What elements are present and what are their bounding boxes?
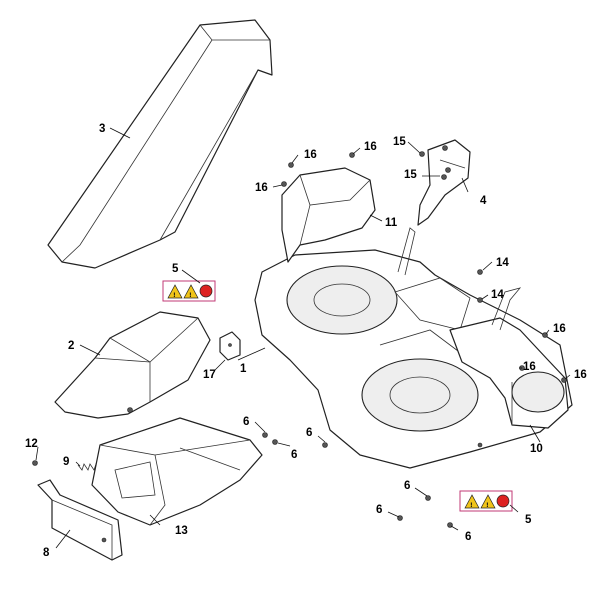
callout-13: 13	[175, 525, 188, 537]
callout-14a: 14	[496, 257, 509, 269]
callout-12: 12	[25, 438, 38, 450]
callout-3: 3	[99, 123, 105, 135]
callout-4: 4	[480, 195, 487, 207]
callout-14b: 14	[491, 289, 504, 301]
part-17-small-bracket	[219, 331, 241, 361]
warning-label-5-right: ! !	[459, 490, 513, 512]
callout-2: 2	[68, 340, 74, 352]
part-11-upper-cover	[281, 167, 376, 263]
part-14-clip	[477, 269, 522, 331]
callout-15a: 15	[393, 136, 406, 148]
part-3-chute	[47, 19, 273, 269]
leader-lines	[35, 127, 571, 549]
svg-text:!: !	[486, 502, 489, 509]
callout-1: 1	[240, 363, 247, 375]
callout-15b: 15	[404, 169, 417, 181]
callout-6f: 6	[465, 531, 471, 543]
part-13-rear-guard	[91, 417, 263, 526]
callout-11: 11	[385, 217, 398, 229]
svg-text:!: !	[189, 292, 192, 299]
callout-6d: 6	[404, 480, 410, 492]
callout-16e: 16	[523, 361, 536, 373]
part-4-side-bracket	[417, 139, 471, 226]
svg-text:!: !	[470, 502, 473, 509]
callout-10: 10	[530, 443, 543, 455]
callout-6b: 6	[291, 449, 297, 461]
callout-16c: 16	[364, 141, 377, 153]
part-8-bracket-plate	[37, 479, 123, 561]
callout-16a: 16	[304, 149, 317, 161]
callout-17: 17	[203, 369, 216, 381]
callout-9: 9	[63, 456, 69, 468]
callout-8: 8	[43, 547, 50, 559]
callout-6e: 6	[376, 504, 382, 516]
callout-5-left: 5	[172, 263, 179, 275]
callout-labels: 3 2 1 4 5 5 6 6 6 6 6 6 8 9 10 11 12 13 …	[25, 123, 587, 559]
part-1-mower-deck	[254, 227, 573, 469]
warning-label-5-left: ! !	[162, 280, 216, 302]
callout-6c: 6	[306, 427, 312, 439]
part-2-grass-bag	[54, 311, 211, 419]
callout-5-right: 5	[525, 514, 532, 526]
callout-16d: 16	[553, 323, 566, 335]
callout-16b: 16	[255, 182, 268, 194]
callout-6a: 6	[243, 416, 249, 428]
svg-text:!: !	[173, 292, 176, 299]
callout-16f: 16	[574, 369, 587, 381]
part-10-right-housing	[449, 317, 569, 429]
